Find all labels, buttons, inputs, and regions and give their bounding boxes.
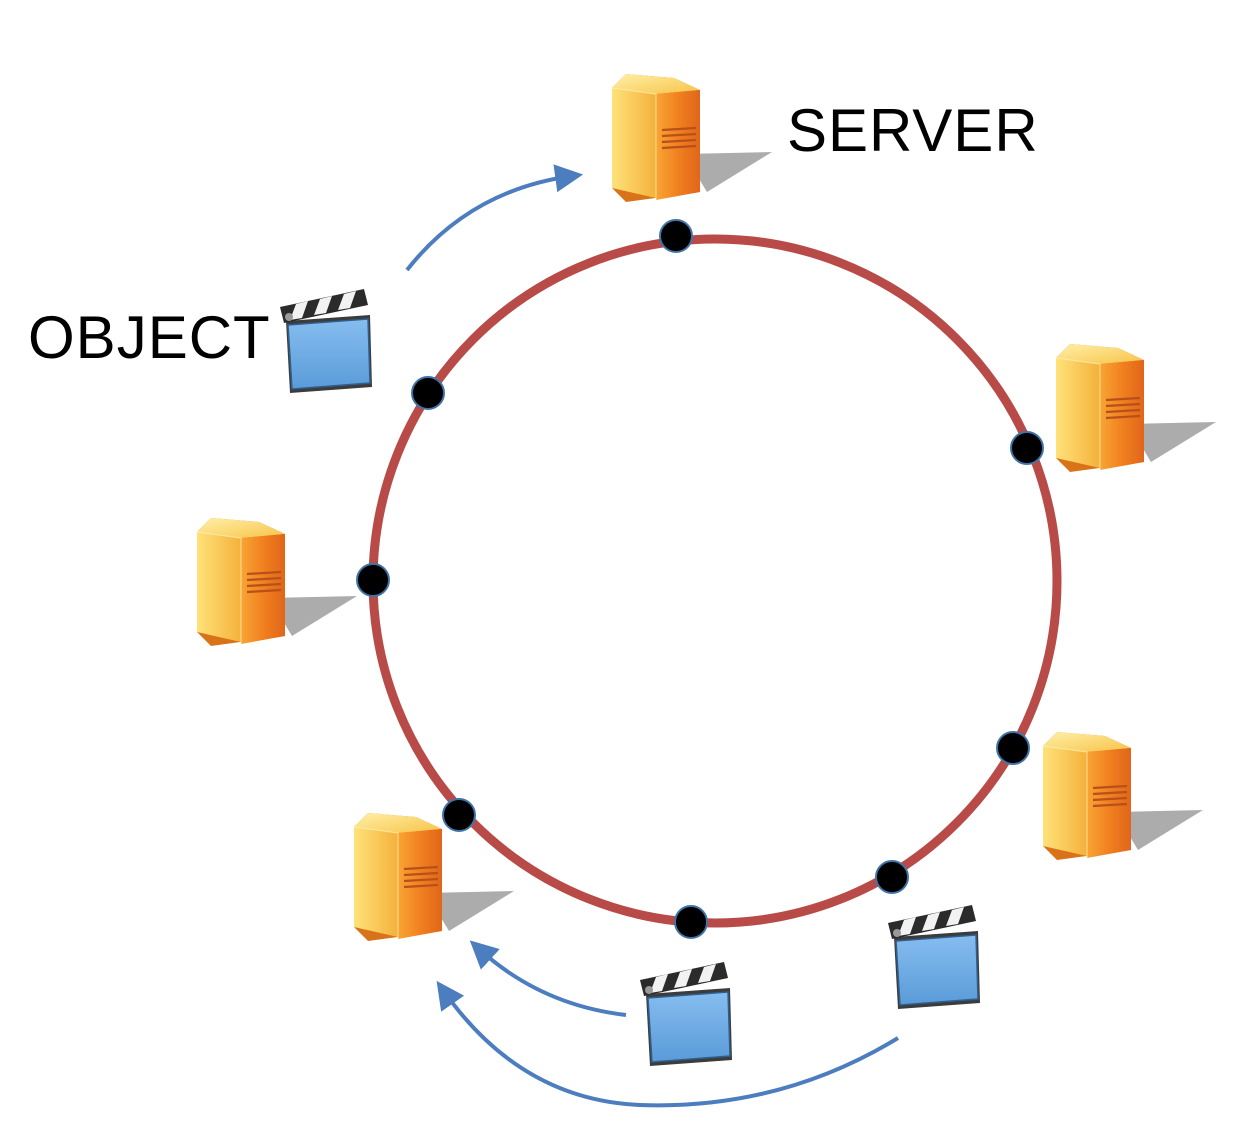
ring-node: [442, 798, 476, 832]
ring-nodes: [356, 219, 1044, 939]
server-tower-icon: [1041, 730, 1205, 862]
clapperboard-icon: [639, 961, 733, 1067]
hash-ring: [368, 234, 1062, 928]
arrow-object-to-server: [405, 164, 584, 272]
server-tower-icon: [352, 811, 516, 943]
ring-node: [674, 905, 708, 939]
ring-node: [356, 563, 390, 597]
server-tower-icon: [610, 72, 774, 204]
ring-node: [1010, 431, 1044, 465]
server-tower-icon: [1054, 342, 1218, 474]
clapperboard-icon: [279, 288, 373, 394]
ring-node: [996, 731, 1030, 765]
ring-node: [411, 376, 445, 410]
object-label: OBJECT: [28, 304, 271, 371]
clapperboard-icon: [887, 904, 981, 1010]
arrow-object-to-server: [436, 980, 900, 1108]
server-label: SERVER: [787, 97, 1039, 164]
arrow-object-to-server: [469, 940, 627, 1017]
ring-node: [875, 860, 909, 894]
server-tower-icon: [195, 516, 359, 648]
ring-node: [659, 219, 693, 253]
